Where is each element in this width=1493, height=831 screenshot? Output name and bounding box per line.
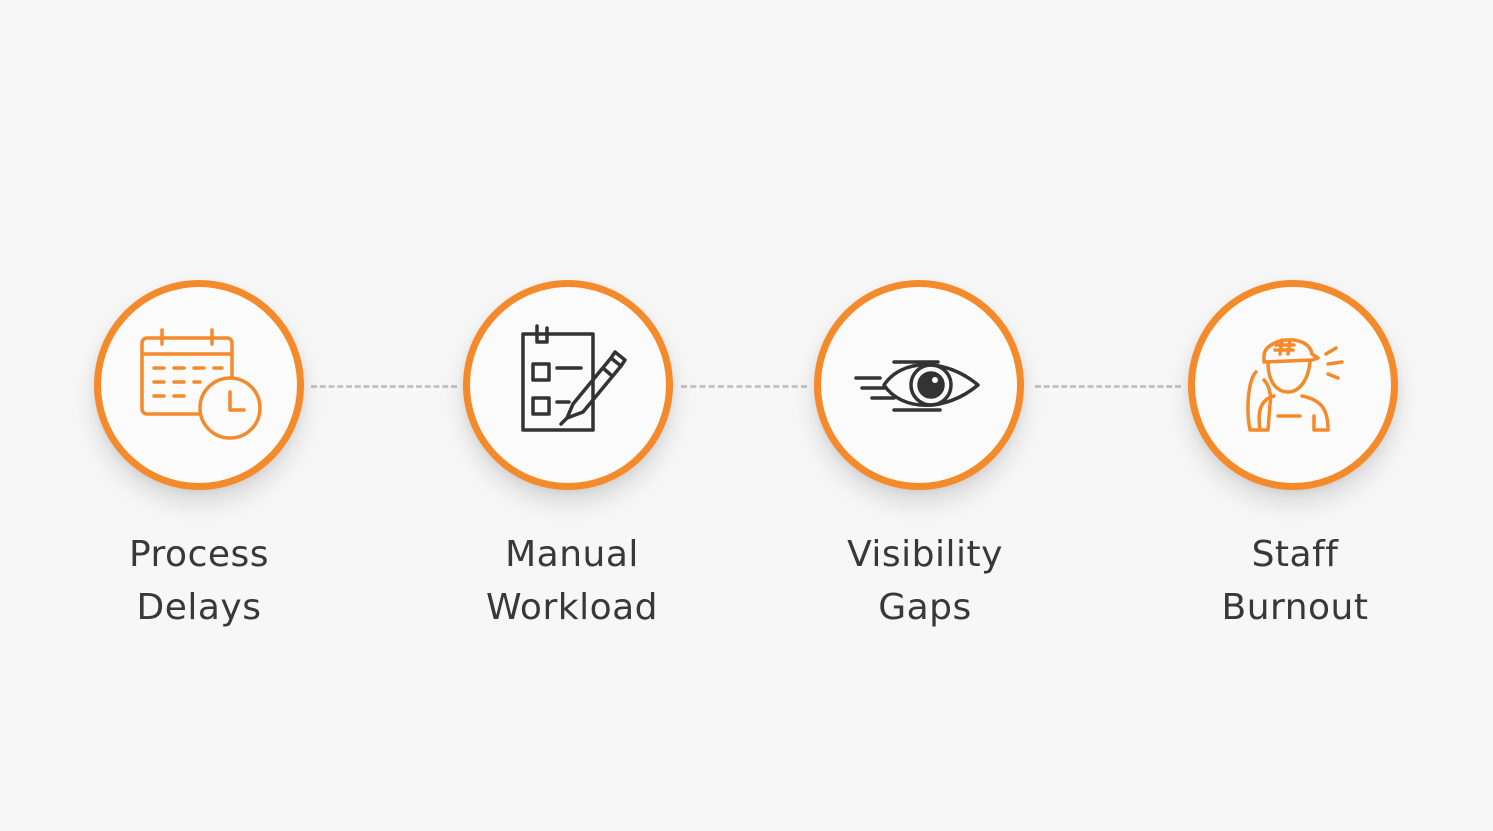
step-staff-burnout-circle bbox=[1188, 280, 1398, 490]
step-process-delays-label-line1: Process bbox=[128, 534, 270, 575]
step-process-delays-circle bbox=[94, 280, 304, 490]
step-visibility-gaps-label-line2: Gaps bbox=[878, 587, 972, 628]
connector-3-4 bbox=[1035, 385, 1181, 388]
step-staff-burnout-label-line1: Staff bbox=[1251, 534, 1339, 575]
eye-icon bbox=[854, 360, 980, 412]
step-staff-burnout-label-line2: Burnout bbox=[1221, 587, 1369, 628]
step-process-delays-label-line2: Delays bbox=[136, 587, 262, 628]
step-process-delays-label: Process Delays bbox=[49, 528, 349, 634]
step-manual-workload-label: Manual Workload bbox=[422, 528, 722, 634]
connector-1-2 bbox=[311, 385, 457, 388]
step-manual-workload-label-line2: Workload bbox=[485, 587, 659, 628]
step-visibility-gaps-label-line1: Visibility bbox=[847, 534, 1003, 575]
step-manual-workload-circle bbox=[463, 280, 673, 490]
checklist-pencil-icon bbox=[521, 324, 627, 432]
calendar-clock-icon bbox=[140, 328, 262, 440]
connector-2-3 bbox=[681, 385, 807, 388]
step-staff-burnout-label: Staff Burnout bbox=[1145, 528, 1445, 634]
stressed-worker-icon bbox=[1246, 338, 1344, 432]
step-visibility-gaps-circle bbox=[814, 280, 1024, 490]
step-manual-workload-label-line1: Manual bbox=[505, 534, 639, 575]
step-visibility-gaps-label: Visibility Gaps bbox=[775, 528, 1075, 634]
